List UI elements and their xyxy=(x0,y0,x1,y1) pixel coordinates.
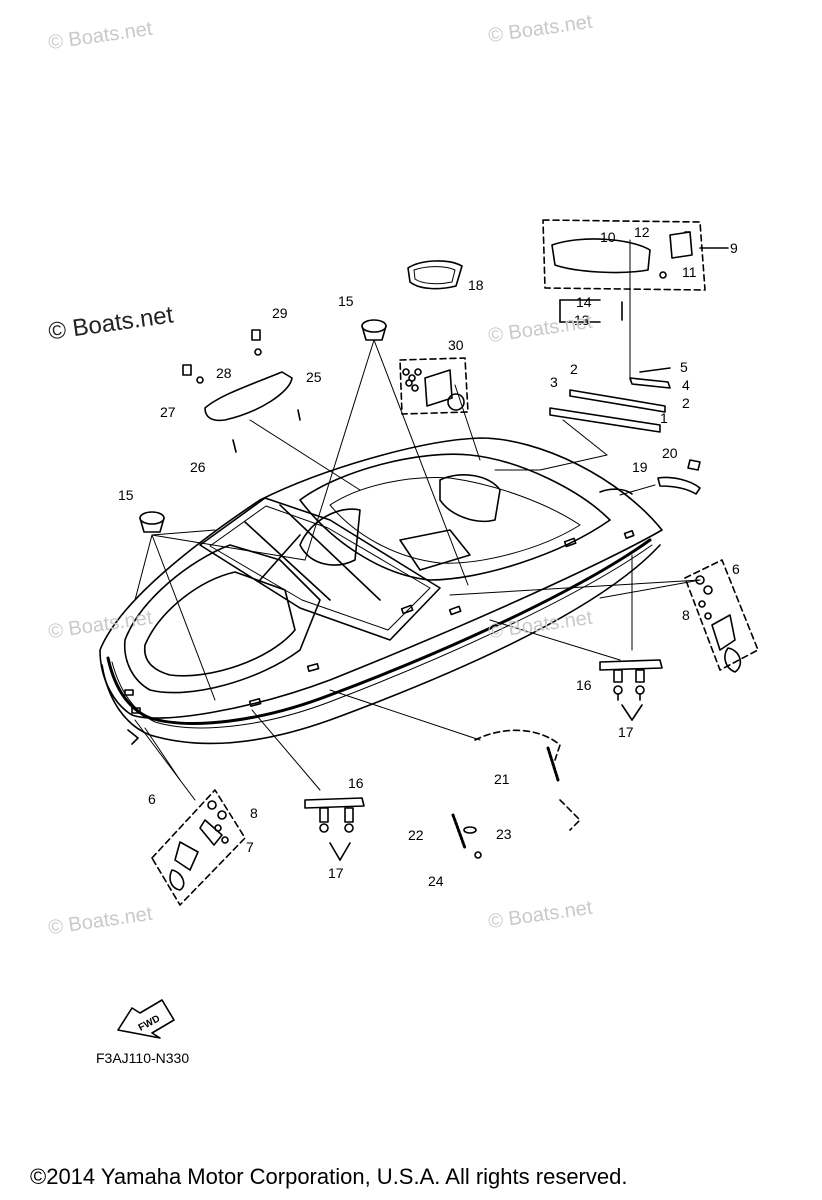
callout-2: 2 xyxy=(682,395,690,411)
callout-16: 16 xyxy=(576,677,592,693)
callout-2: 2 xyxy=(570,361,578,377)
callout-8: 8 xyxy=(250,805,258,821)
callout-6: 6 xyxy=(732,561,740,577)
callout-7: 7 xyxy=(246,839,254,855)
leader-lines xyxy=(134,239,701,801)
callout-8: 8 xyxy=(682,607,690,623)
grab-handle-25 xyxy=(182,329,301,453)
callout-labels: 1 2 2 3 4 5 6 6 7 8 8 9 10 11 12 13 14 1… xyxy=(118,224,740,1034)
callout-12: 12 xyxy=(634,224,650,240)
callout-27: 27 xyxy=(160,404,176,420)
ladder-21-24 xyxy=(451,729,581,859)
callout-6: 6 xyxy=(148,791,156,807)
callout-11: 11 xyxy=(682,264,697,280)
boat-hull xyxy=(99,437,663,745)
callout-3: 3 xyxy=(550,374,558,390)
callout-17: 17 xyxy=(328,865,344,881)
callout-13: 13 xyxy=(574,312,590,328)
callout-24: 24 xyxy=(428,873,444,889)
part-30-assembly xyxy=(399,357,469,415)
cupholder-15-top xyxy=(361,319,387,341)
diagram-code: F3AJ110-N330 xyxy=(96,1050,190,1066)
callout-22: 22 xyxy=(408,827,424,843)
callout-14: 14 xyxy=(576,294,592,310)
copyright: ©2014 Yamaha Motor Corporation, U.S.A. A… xyxy=(30,1164,628,1189)
callout-28: 28 xyxy=(216,365,232,381)
cleat-16-right xyxy=(599,659,663,721)
callout-30: 30 xyxy=(448,337,464,353)
callout-10: 10 xyxy=(600,229,616,245)
part-19-20-hose xyxy=(657,459,701,495)
callout-29: 29 xyxy=(272,305,288,321)
callout-16: 16 xyxy=(348,775,364,791)
callout-4: 4 xyxy=(682,377,690,393)
callout-23: 23 xyxy=(496,826,512,842)
fwd-label: FWD xyxy=(137,1013,162,1033)
cleat-16-left xyxy=(304,797,365,861)
callout-20: 20 xyxy=(662,445,678,461)
callout-26: 26 xyxy=(190,459,206,475)
callout-25: 25 xyxy=(306,369,322,385)
callout-21: 21 xyxy=(494,771,510,787)
callout-17: 17 xyxy=(618,724,634,740)
part-13-14-bolts xyxy=(559,299,623,323)
callout-18: 18 xyxy=(468,277,484,293)
cupholder-15-left xyxy=(139,511,165,533)
callout-5: 5 xyxy=(680,359,688,375)
callout-1: 1 xyxy=(660,410,668,426)
callout-15: 15 xyxy=(118,487,134,503)
part-9-assembly xyxy=(542,219,729,291)
callout-19: 19 xyxy=(632,459,648,475)
bow-eye-left xyxy=(151,789,246,906)
callout-15: 15 xyxy=(338,293,354,309)
rails-1-5 xyxy=(549,367,671,433)
bow-eye-right xyxy=(684,559,759,673)
fwd-arrow-icon xyxy=(117,999,175,1039)
part-18-mirror xyxy=(407,260,463,290)
callout-9: 9 xyxy=(730,240,738,256)
